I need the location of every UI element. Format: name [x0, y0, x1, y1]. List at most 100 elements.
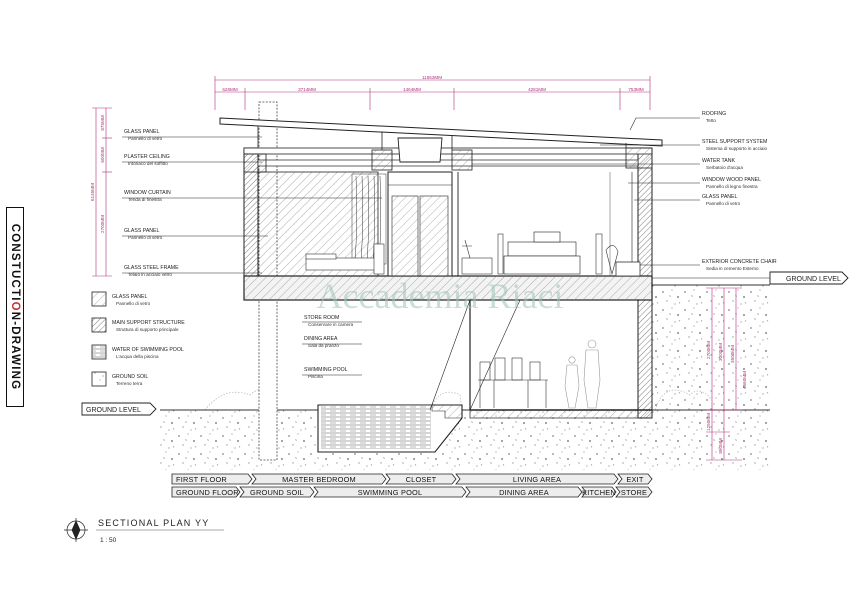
callout-store-room: STORE ROOM [304, 315, 339, 321]
legend-water-title: WATER OF SWIMMING POOL [112, 347, 184, 353]
dim-segment-3: 1464MM [403, 87, 421, 92]
band-living-area [455, 473, 619, 485]
callout-dining-area-sub: Sala da pranzo [308, 343, 339, 348]
callout-swimming-pool-sub: Piscina [308, 374, 323, 379]
callout-glass-panel-mid-sub: Pannello di vetro [128, 235, 163, 240]
ground-floor-band [171, 486, 653, 498]
callout-leaders-right [472, 117, 700, 266]
callout-glass-panel-top-sub: Pannello di vetro [128, 136, 163, 141]
water-tank [397, 137, 443, 163]
drawing-scale: 1 : 50 [100, 537, 117, 544]
dining-set [478, 357, 548, 408]
callout-glass-steel-frame-sub: Telaio in acciaio vetro [128, 272, 172, 277]
legend-glass-sub: Pannello di vetro [116, 301, 151, 306]
legend-swatch-water [91, 344, 107, 360]
dim-right-3: 3500MM [730, 345, 735, 363]
band-ground-floor [171, 486, 241, 498]
callout-glass-panel-mid: GLASS PANEL [124, 228, 159, 234]
band-swimming-pool-text: SWIMMING POOL [358, 488, 423, 497]
shrub-mid [429, 391, 463, 411]
callout-window-curtain: WINDOW CURTAIN [124, 190, 171, 196]
band-closet-text: CLOSET [406, 475, 437, 484]
legend-structure-title: MAIN SUPPORT STRUCTURE [112, 320, 185, 326]
section-diagonal [429, 299, 471, 411]
bed [305, 243, 385, 275]
plaster-ceiling [243, 147, 653, 155]
ground-level-tag-right [769, 271, 849, 285]
dim-right-1: 2700MM [706, 341, 711, 359]
callout-leaders-inner [302, 321, 362, 376]
dim-left-1: 875MM [100, 115, 105, 130]
band-store [615, 486, 653, 498]
legend-soil-title: GROUND SOIL [112, 374, 148, 380]
callout-glass-panel-top: GLASS PANEL [124, 129, 159, 135]
callout-leaders-left [122, 136, 382, 274]
lower-wall-right [637, 299, 653, 419]
closet-door-left [391, 195, 419, 277]
ground-level-tag-left [81, 402, 157, 416]
callout-water-tank: WATER TANK [702, 158, 735, 164]
section-diagonal-2 [469, 299, 521, 411]
legend-glass-title: GLASS PANEL [112, 294, 147, 300]
dim-left-2: 600MM [100, 147, 105, 162]
legend-structure-sub: Struttura di supporto principale [116, 327, 179, 332]
dim-right-4: 4560MM [742, 371, 747, 389]
callout-plaster-ceiling-sub: Intonaco del soffitto [128, 161, 168, 166]
pool-steps [431, 404, 463, 419]
band-first-floor [171, 473, 253, 485]
ground-soil-right [652, 285, 770, 410]
legend-water-sub: L'acqua della piscina [116, 354, 159, 359]
callout-water-tank-sub: Serbatoio d'acqua [706, 165, 743, 170]
callout-window-wood-panel-sub: Pannello di legno finestra [706, 184, 758, 189]
band-dining-area-text: DINING AREA [499, 488, 549, 497]
dim-overall: 11553MM [422, 75, 442, 80]
legend-swatch-soil [91, 371, 107, 387]
dim-left-3: 6145MM [90, 183, 95, 201]
band-kitchen [581, 486, 617, 498]
band-ground-soil-text: GROUND SOIL [250, 488, 304, 497]
beam-mid-left [371, 149, 393, 171]
beam-right [625, 147, 653, 169]
band-master-bedroom [251, 473, 387, 485]
callout-steel-support-sub: Sistema di supporto in acciaio [706, 146, 767, 151]
callout-dining-area: DINING AREA [304, 336, 338, 342]
callout-glass-panel-right: GLASS PANEL [702, 194, 737, 200]
ground-level-left-text: GROUND LEVEL [86, 407, 141, 414]
callout-glass-steel-frame: GLASS STEEL FRAME [124, 265, 179, 271]
band-master-bedroom-text: MASTER BEDROOM [282, 475, 356, 484]
band-exit-text: EXIT [626, 475, 644, 484]
shrub-left [204, 388, 276, 411]
drawing-title: SECTIONAL PLAN YY [98, 518, 209, 528]
closet-door-right [419, 195, 449, 277]
dim-right-5: 1250MM [706, 413, 711, 431]
band-dining-area [465, 486, 583, 498]
dim-right-2: 3000MM [718, 343, 723, 361]
living-furniture [461, 233, 619, 276]
callout-window-curtain-sub: Tenda di finestra [128, 197, 162, 202]
shrub-right [654, 389, 713, 411]
callout-window-wood-panel: WINDOW WOOD PANEL [702, 177, 761, 183]
beam-left [243, 153, 267, 173]
callout-store-room-sub: Conservare in camera [308, 322, 354, 327]
top-dimension-chain [214, 76, 651, 110]
roofing [219, 117, 663, 147]
band-ground-floor-text: GROUND FLOOR [176, 488, 239, 497]
band-closet [385, 473, 457, 485]
main-floor-hatch [244, 276, 652, 300]
beam-mid-right [451, 149, 473, 171]
band-store-text: STORE [621, 488, 647, 497]
callout-roofing-sub: Tetto [706, 118, 716, 123]
band-ground-soil [239, 486, 315, 498]
watermark: Accademia Riaci [317, 276, 564, 316]
dim-segment-4: 4281MM [528, 87, 546, 92]
left-dimension-chain [92, 107, 112, 277]
north-arrow-icon [64, 518, 88, 542]
callout-steel-support: STEEL SUPPORT SYSTEM [702, 139, 767, 145]
callout-swimming-pool: SWIMMING POOL [304, 367, 348, 373]
callout-exterior-chair-sub: Sedia in cemento Esterno [706, 266, 759, 271]
exterior-concrete-chair [615, 261, 641, 277]
sofa [503, 231, 581, 275]
band-living-area-text: LIVING AREA [513, 475, 561, 484]
ceiling-soffit [257, 159, 639, 167]
